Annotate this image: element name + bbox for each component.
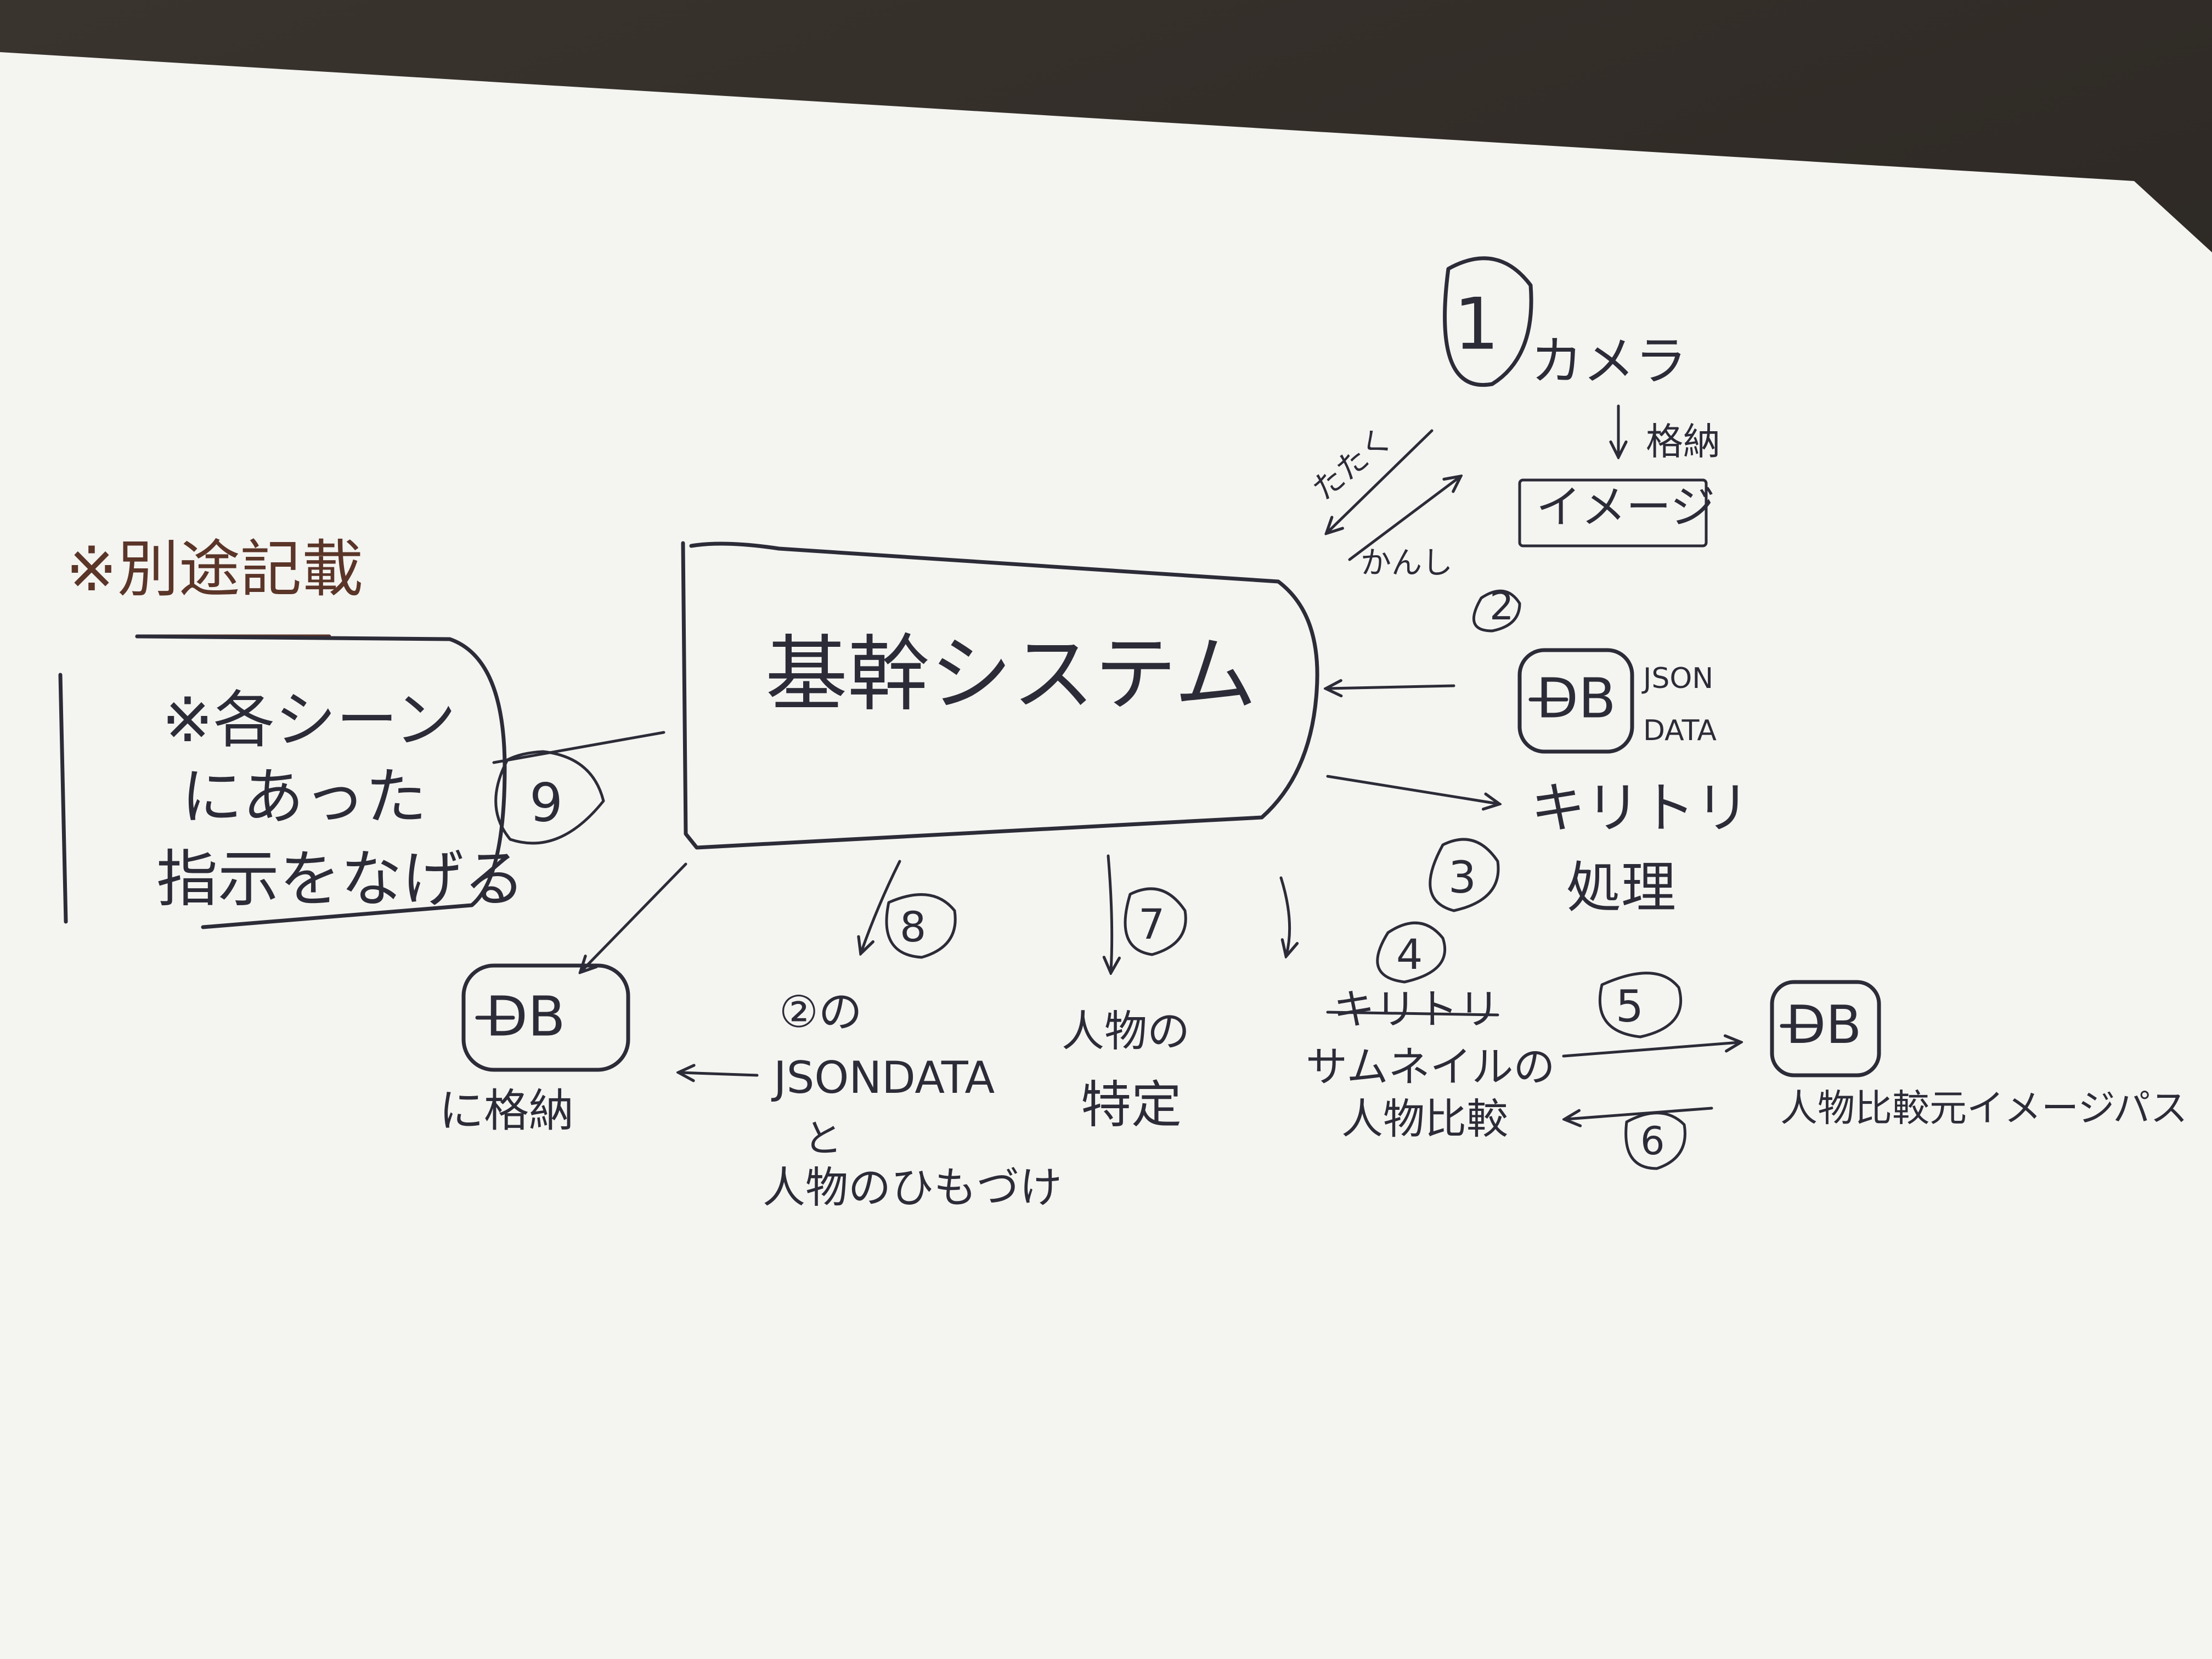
step8-link: 8 ②の JSONDATA と 人物のひもづけ xyxy=(680,860,1062,1212)
person-db-caption: 人物比較元イメージパス xyxy=(1780,1087,2188,1131)
person-db-label: DB xyxy=(1786,995,1861,1056)
crop-label-2: 処理 xyxy=(1566,855,1676,919)
step3-number: 3 xyxy=(1448,852,1476,903)
core-system-label: 基幹システム xyxy=(765,627,1257,723)
struck-crop-label: キリトリ xyxy=(1333,985,1500,1034)
link-label-1: ②の xyxy=(779,986,862,1037)
store-arrow-label: 格納 xyxy=(1646,421,1720,464)
camera-label: カメラ xyxy=(1531,331,1687,392)
step1-number: 1 xyxy=(1454,283,1499,366)
step4-number: 4 xyxy=(1396,930,1423,979)
link-label-2: JSONDATA xyxy=(771,1052,995,1103)
step8-number: 8 xyxy=(900,902,926,951)
json-label-1: JSON xyxy=(1641,662,1713,695)
step4-compare: 4 キリトリ サムネイルの 人物比較 xyxy=(1279,876,1555,1143)
crop-label-1: キリトリ xyxy=(1531,776,1750,840)
step5-number: 5 xyxy=(1616,981,1644,1032)
side-note-line-2: にあった xyxy=(181,761,427,833)
core-system-box: 基幹システム xyxy=(681,541,1319,850)
step2-number: 2 xyxy=(1489,584,1514,629)
link-label-3: と xyxy=(804,1116,842,1161)
store-db-caption: に格納 xyxy=(439,1085,574,1137)
person-db-group: 5 6 DB 人物比較元イメージパス xyxy=(1564,972,2188,1170)
store-db-group: DB に格納 xyxy=(439,862,687,1137)
thumbnail-label-1: サムネイルの xyxy=(1306,1042,1555,1091)
side-note-title: ※別途記載 xyxy=(66,534,363,605)
step6-number: 6 xyxy=(1640,1119,1665,1164)
step2-db-label: DB xyxy=(1536,666,1616,730)
thumbnail-label-2: 人物比較 xyxy=(1341,1094,1508,1143)
complete-label: かんし xyxy=(1361,545,1453,581)
identify-label-1: 人物の xyxy=(1062,1007,1190,1056)
step2-db: 2 DB JSON DATA xyxy=(1328,584,1717,754)
side-note: ※別途記載 ※各シーン にあった 指示をなげる 9 xyxy=(58,534,665,929)
store-db-label: DB xyxy=(486,984,566,1048)
step7-number: 7 xyxy=(1138,900,1165,949)
side-note-line-1: ※各シーン xyxy=(162,685,456,756)
step9-number: 9 xyxy=(529,772,563,833)
link-label-4: 人物のひもづけ xyxy=(763,1163,1062,1212)
image-box-label: イメージ xyxy=(1536,481,1715,533)
json-label-2: DATA xyxy=(1643,714,1717,747)
paper-sheet xyxy=(0,52,2212,1659)
step7-identify: 7 人物の 特定 xyxy=(1062,854,1190,1134)
step3-crop: キリトリ 処理 3 xyxy=(1326,775,1750,919)
identify-label-2: 特定 xyxy=(1081,1075,1182,1134)
side-note-line-3: 指示をなげる xyxy=(156,844,525,915)
